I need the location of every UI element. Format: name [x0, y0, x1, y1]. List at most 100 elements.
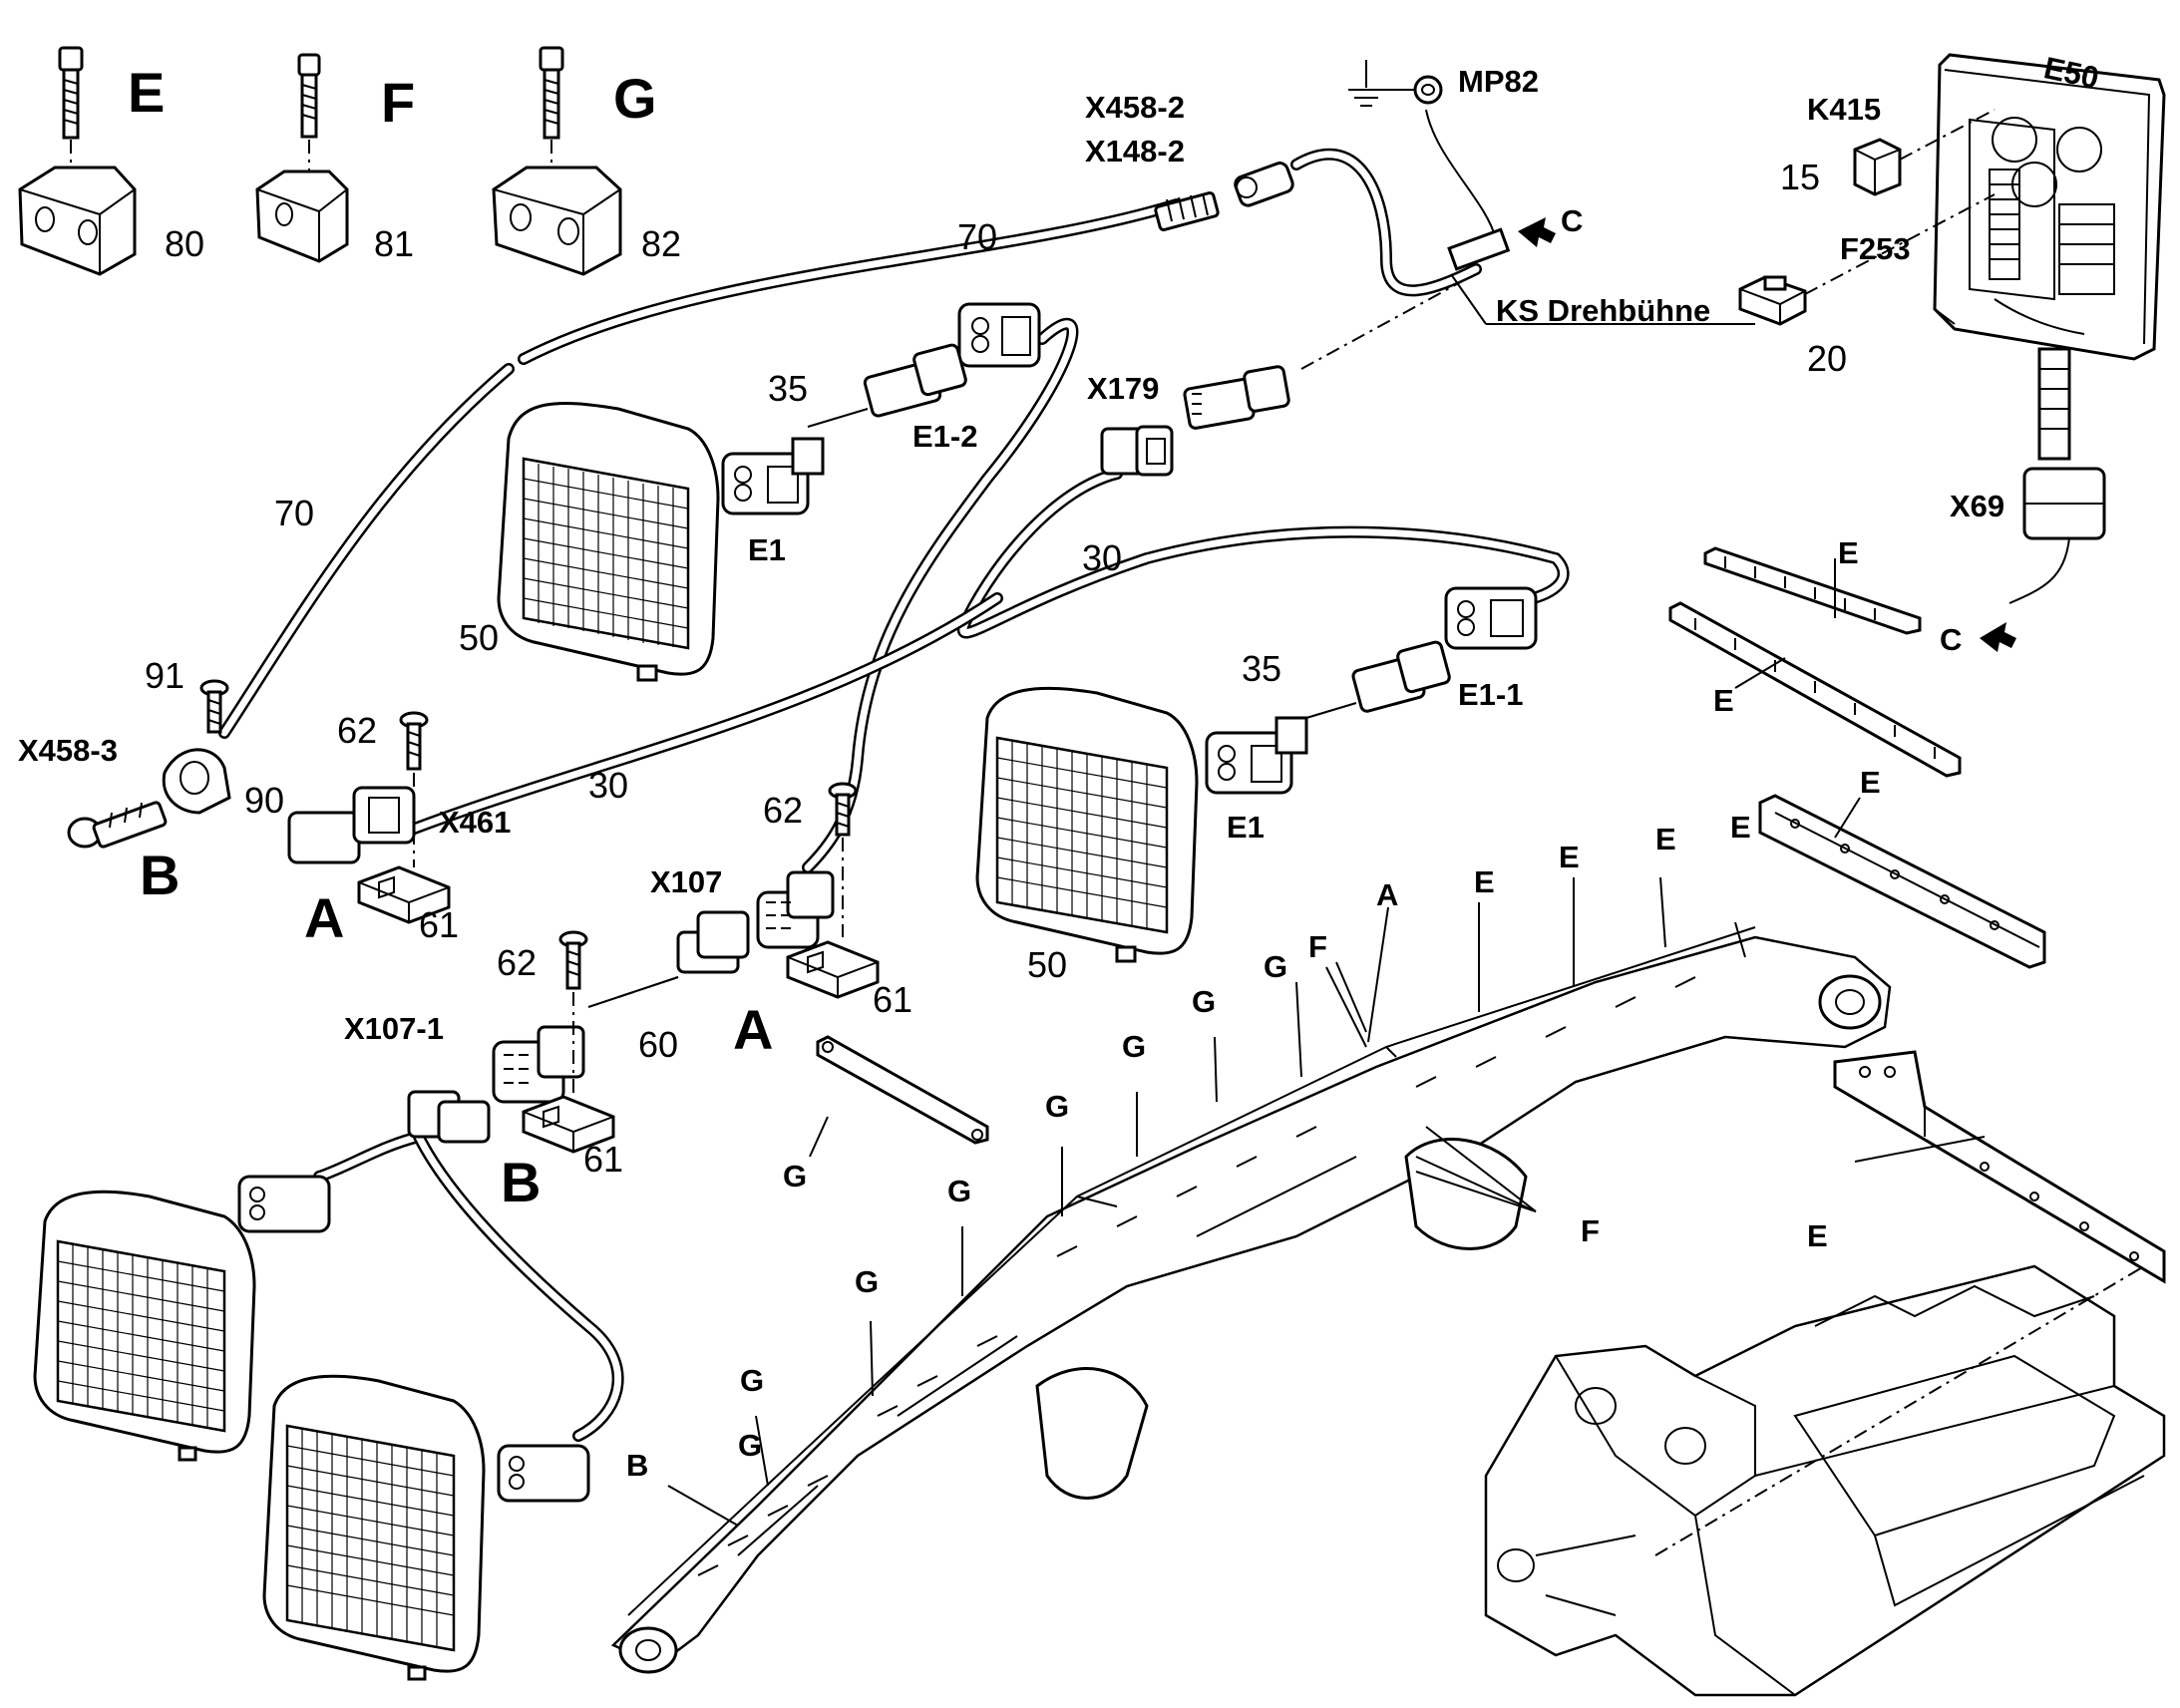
- connector-x461: [287, 786, 416, 864]
- label-e-boom-4: E: [1474, 864, 1495, 899]
- connector-x107-1: [492, 1025, 585, 1104]
- work-lamp-50-upper: [497, 401, 720, 682]
- bracket-g-plate: [816, 1035, 989, 1145]
- connector-e1-2: [957, 302, 1041, 368]
- label-82: 82: [641, 223, 681, 264]
- label-30-upper: 30: [1082, 537, 1122, 578]
- label-g-boom-6: G: [855, 1264, 879, 1299]
- label-e1-lower: E1: [1227, 810, 1265, 845]
- connector-x458-2: [1234, 162, 1294, 207]
- screw-91: [199, 679, 229, 734]
- label-e1-1: E1-1: [1458, 677, 1523, 712]
- label-b-boom: B: [626, 1448, 648, 1483]
- rail-e-3: [1758, 794, 2046, 969]
- label-a-left: A: [304, 886, 344, 949]
- label-15: 15: [1780, 157, 1820, 197]
- label-e-chassis: E: [1807, 1218, 1828, 1253]
- label-80: 80: [165, 223, 204, 264]
- label-61-c: 61: [583, 1139, 623, 1180]
- label-50-lower: 50: [1027, 944, 1067, 985]
- clip-61-c: [522, 1095, 615, 1154]
- label-e-boom-1: E: [1730, 810, 1751, 845]
- label-e-top: E: [128, 61, 165, 124]
- label-x461: X461: [439, 805, 511, 840]
- bolt-bracket-f: [255, 53, 349, 263]
- work-lamp-lower-left-2: [262, 1374, 486, 1681]
- label-x148-2: X148-2: [1085, 134, 1185, 169]
- label-c-lower: C: [1940, 622, 1962, 657]
- label-x179: X179: [1087, 371, 1159, 406]
- label-e-boom-2: E: [1655, 822, 1676, 856]
- label-g-boom-1: G: [1264, 949, 1287, 984]
- rail-e-1: [1703, 546, 1922, 635]
- label-mp82: MP82: [1458, 64, 1539, 99]
- arrow-c-lower: [1980, 622, 2016, 652]
- label-62-a: 62: [337, 710, 377, 751]
- label-x458-3: X458-3: [18, 733, 118, 768]
- label-g-plate: G: [783, 1159, 807, 1194]
- label-g-top: G: [613, 67, 657, 130]
- label-91: 91: [145, 655, 184, 696]
- box-leaders: [1804, 109, 1996, 295]
- label-70-upper: 70: [957, 216, 997, 257]
- connector-70-end: [1154, 191, 1220, 231]
- arrow-c-upper: [1518, 217, 1556, 247]
- label-e-boom-3: E: [1559, 840, 1580, 874]
- label-g-boom-8: G: [738, 1428, 762, 1463]
- cable-x458-2: [1290, 148, 1482, 370]
- label-b-mid: B: [501, 1151, 541, 1213]
- label-60: 60: [638, 1024, 678, 1065]
- connector-x69: [2008, 347, 2106, 604]
- label-50-upper: 50: [459, 617, 499, 658]
- relay-k415: [1853, 138, 1902, 196]
- ground-symbol: [1348, 60, 1421, 107]
- clip-61-b: [786, 940, 880, 999]
- label-62-c: 62: [497, 942, 537, 983]
- label-90: 90: [244, 780, 284, 821]
- connector-lower-lamp-2: [497, 1444, 590, 1503]
- screw-62-a: [399, 711, 429, 867]
- label-81: 81: [374, 223, 414, 264]
- label-e-rail-3: E: [1860, 765, 1881, 800]
- label-e1-2: E1-2: [912, 419, 977, 454]
- connector-x107-socket: [756, 870, 835, 949]
- label-g-boom-7: G: [740, 1363, 764, 1398]
- cable-ground-mp82: [1425, 109, 1511, 271]
- connector-35-lower: [1305, 640, 1451, 719]
- label-ks-drehbuehne: KS Drehbühne: [1496, 293, 1710, 328]
- rail-e-4: [1833, 1050, 2166, 1284]
- label-g-boom-4: G: [1045, 1089, 1069, 1124]
- label-61-a: 61: [419, 904, 459, 945]
- label-a-mid: A: [733, 998, 773, 1061]
- chassis-frame: [1484, 1264, 2166, 1697]
- label-x458-2: X458-2: [1085, 90, 1185, 125]
- label-70-left: 70: [274, 493, 314, 533]
- label-g-boom-2: G: [1192, 984, 1216, 1019]
- label-c-upper: C: [1561, 203, 1583, 238]
- label-a-boom: A: [1376, 877, 1398, 912]
- label-e-rail-2: E: [1713, 683, 1734, 718]
- cable-70: [218, 198, 1183, 739]
- connector-x179-plug: [1100, 425, 1174, 477]
- screw-62-c: [558, 930, 588, 1097]
- connector-e1-lower: [1205, 716, 1308, 795]
- label-x69: X69: [1950, 489, 2004, 523]
- connector-x107-1-plug: [407, 1090, 491, 1144]
- cable-60: [587, 976, 679, 1008]
- fuse-f253: [1738, 275, 1807, 326]
- screw-62-b: [828, 782, 858, 937]
- bolt-bracket-g: [492, 46, 622, 276]
- label-k415: K415: [1807, 92, 1881, 127]
- clip-61-a: [357, 865, 451, 924]
- connector-x179-socket: [1183, 365, 1290, 430]
- label-g-boom-5: G: [947, 1174, 971, 1208]
- connector-lower-lamp-1: [237, 1175, 331, 1233]
- label-61-b: 61: [873, 979, 912, 1020]
- label-20: 20: [1807, 338, 1847, 379]
- cable-x107-1: [313, 1131, 624, 1442]
- ground-terminal-mp82: [1413, 75, 1443, 105]
- label-35-lower: 35: [1242, 648, 1281, 689]
- connector-e1-upper: [721, 437, 825, 515]
- label-f-right: F: [1581, 1213, 1600, 1248]
- connector-35-upper: [807, 343, 967, 428]
